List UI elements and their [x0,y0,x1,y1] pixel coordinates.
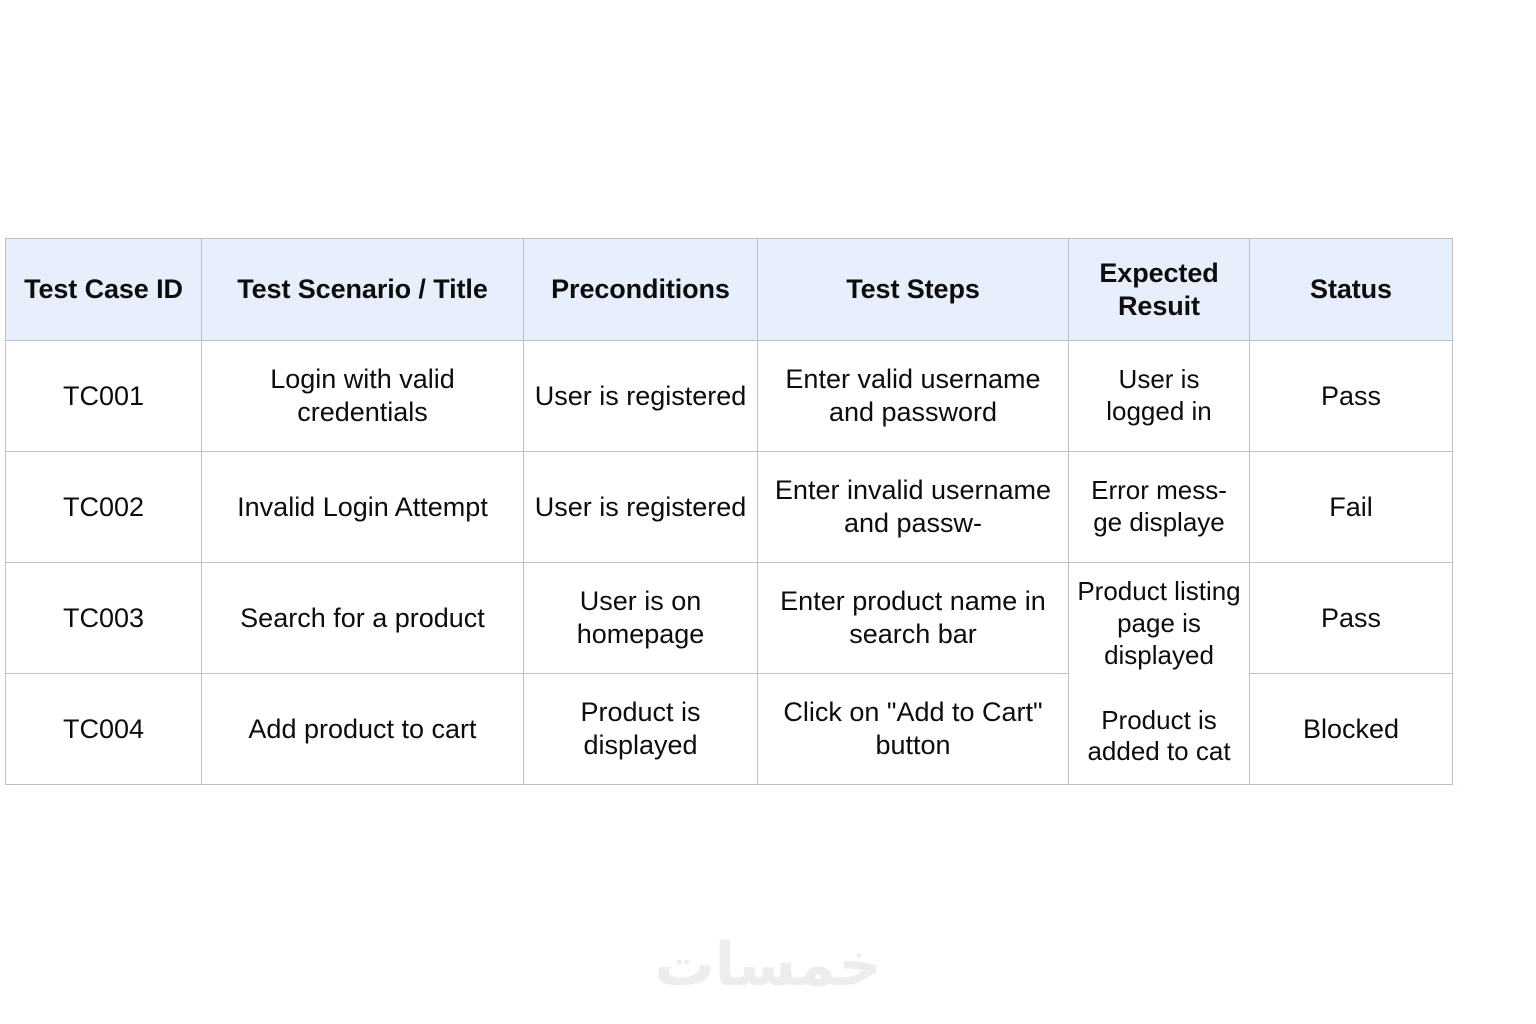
cell-expected-result: User is logged in [1068,340,1250,452]
cell-expected-result-text: Product listing page is displayed [1077,576,1241,670]
cell-test-scenario: Login with valid credentials [201,340,524,452]
cell-expected-result: Product listing page is displayed [1068,562,1250,674]
cell-test-case-id: TC002 [5,451,202,563]
table-body: TC001 Login with valid credentials User … [5,340,1453,785]
cell-test-case-id: TC004 [5,673,202,785]
cell-preconditions: Product is displayed [523,673,758,785]
column-header-test-scenario: Test Scenario / Title [201,238,524,341]
column-header-test-case-id: Test Case ID [5,238,202,341]
test-case-table-container: Test Case ID Test Scenario / Title Preco… [5,238,1453,785]
column-header-test-steps: Test Steps [757,238,1069,341]
cell-preconditions: User is registered [523,451,758,563]
table-row: TC003 Search for a product User is on ho… [5,562,1453,674]
column-header-preconditions: Preconditions [523,238,758,341]
cell-preconditions: User is registered [523,340,758,452]
cell-expected-result-text: Product is added to cat [1087,704,1231,767]
cell-expected-result: Error mess-ge displaye [1068,451,1250,563]
test-case-table: Test Case ID Test Scenario / Title Preco… [5,238,1453,785]
cell-test-steps: Click on "Add to Cart" button [757,673,1069,785]
table-header: Test Case ID Test Scenario / Title Preco… [5,238,1453,341]
table-row: TC001 Login with valid credentials User … [5,340,1453,452]
cell-status: Pass [1249,562,1453,674]
cell-test-case-id: TC003 [5,562,202,674]
cell-status: Fail [1249,451,1453,563]
table-row: TC002 Invalid Login Attempt User is regi… [5,451,1453,563]
cell-test-scenario: Add product to cart [201,673,524,785]
cell-expected-result: Product is added to cat [1068,673,1250,785]
cell-preconditions: User is on homepage [523,562,758,674]
column-header-status: Status [1249,238,1453,341]
khamsat-watermark: خمسات [654,930,882,1000]
cell-status: Blocked [1249,673,1453,785]
table-header-row: Test Case ID Test Scenario / Title Preco… [5,238,1453,341]
column-header-expected-result: Expected Resuit [1068,238,1250,341]
cell-test-steps: Enter valid username and password [757,340,1069,452]
cell-test-case-id: TC001 [5,340,202,452]
cell-test-steps: Enter product name in search bar [757,562,1069,674]
cell-test-scenario: Invalid Login Attempt [201,451,524,563]
table-row: TC004 Add product to cart Product is dis… [5,673,1453,785]
cell-test-scenario: Search for a product [201,562,524,674]
cell-status: Pass [1249,340,1453,452]
cell-test-steps: Enter invalid username and passw- [757,451,1069,563]
